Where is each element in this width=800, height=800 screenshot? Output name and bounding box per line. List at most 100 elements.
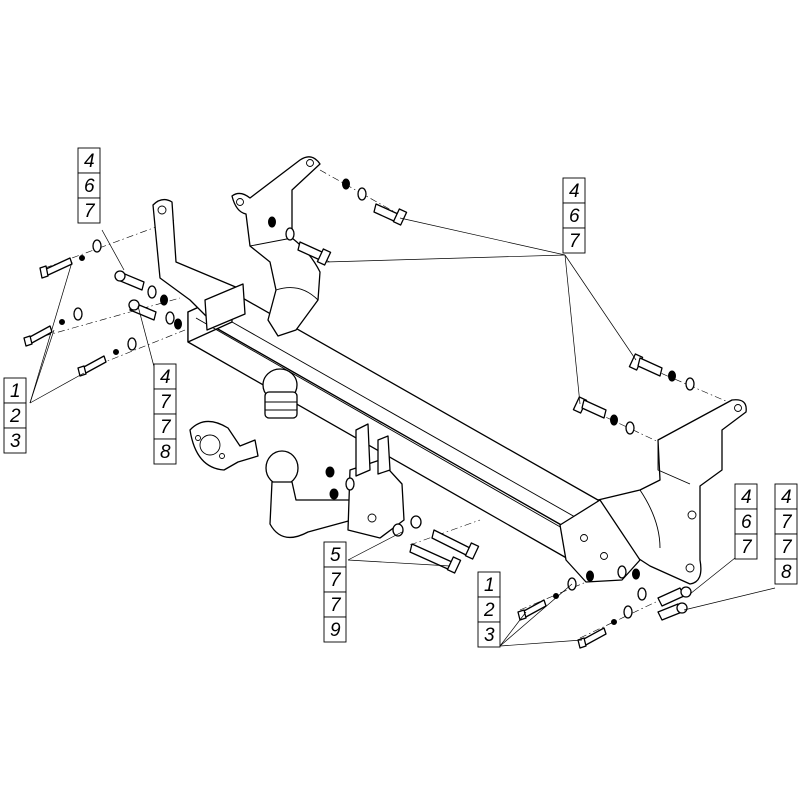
part-number: 7 [330,595,342,616]
part-number: 1 [10,381,21,402]
leader-lines [29,217,776,647]
part-number: 7 [781,512,793,533]
bolt [628,353,663,377]
part-number: 8 [160,442,171,463]
washer [345,477,355,491]
nut [611,619,617,625]
part-number: 7 [569,231,581,252]
bolt [114,270,145,291]
washer [685,377,695,391]
hook-fasteners [325,466,480,574]
callout-bottom-right-a: 1 2 3 [477,571,501,648]
nut [174,318,182,330]
nut [632,568,640,580]
part-number: 6 [84,176,95,197]
callout-box [774,558,798,585]
callout-box [734,533,758,560]
nut [668,370,676,382]
part-number: 2 [9,406,21,427]
part-number: 6 [569,206,580,227]
callout-box [562,227,586,254]
right-lower-fasteners [517,565,692,649]
bolt [39,257,73,279]
nut [113,349,119,355]
top-left-bracket [231,156,321,337]
right-lower-plate [559,499,641,583]
part-number: 1 [484,575,495,596]
callout-box [77,197,101,224]
part-number: 8 [781,562,792,583]
nut [325,466,335,478]
washer [625,421,635,435]
spare-tow-ball [262,368,298,419]
callout-box [323,616,347,643]
callout-top-left: 4 6 7 [77,147,101,224]
left-end-bracket [152,198,246,331]
callout-mid-left: 4 7 7 8 [153,363,177,465]
nut [610,414,618,426]
part-number: 3 [484,625,495,646]
part-number: 4 [84,151,95,172]
part-number: 7 [160,417,172,438]
part-number: 7 [84,201,96,222]
callout-top-right: 4 6 7 [562,177,586,254]
washer [147,285,157,299]
washer [73,307,83,321]
right-upper-fasteners [572,353,695,435]
nut [329,488,339,500]
bolt [657,602,688,621]
part-number: 7 [741,537,753,558]
part-number: 3 [10,431,21,452]
left-fasteners [23,239,182,377]
top-fasteners [268,178,408,266]
bolt [657,586,692,607]
bolt [572,396,607,419]
part-number: 5 [330,545,341,566]
part-number: 9 [330,620,341,641]
part-number: 2 [483,600,495,621]
right-end-bracket [597,399,747,585]
nut [59,319,65,325]
callout-left: 1 2 3 [3,377,27,454]
washer [410,515,422,529]
part-number: 4 [781,487,792,508]
nut [268,216,276,228]
part-number: 4 [741,487,752,508]
socket-plate [189,420,259,471]
washer [357,187,367,201]
callout-box [477,621,501,648]
part-number: 4 [160,367,171,388]
callout-box [3,427,27,454]
washer [617,565,627,579]
bolt [577,627,607,649]
bolt [297,241,332,266]
part-number: 6 [741,512,752,533]
bolt [431,529,480,560]
nut [342,178,350,190]
bolt [409,543,462,574]
part-number: 4 [569,181,580,202]
part-number: 7 [781,537,793,558]
nut [586,570,594,582]
nut [160,294,168,306]
washer [285,227,295,241]
washer [92,239,102,253]
callout-box [153,438,177,465]
washer [623,605,633,619]
nut [79,255,85,261]
bolt [128,299,157,321]
callout-right-b: 4 7 7 8 [774,483,798,585]
washer [637,587,647,601]
bolt [23,325,53,347]
callout-right-a: 4 6 7 [734,483,758,560]
bolt [77,355,107,377]
washer [165,311,175,325]
bolt [373,203,408,226]
tow-hook [265,423,405,539]
part-number: 7 [160,392,172,413]
washer [127,337,137,351]
